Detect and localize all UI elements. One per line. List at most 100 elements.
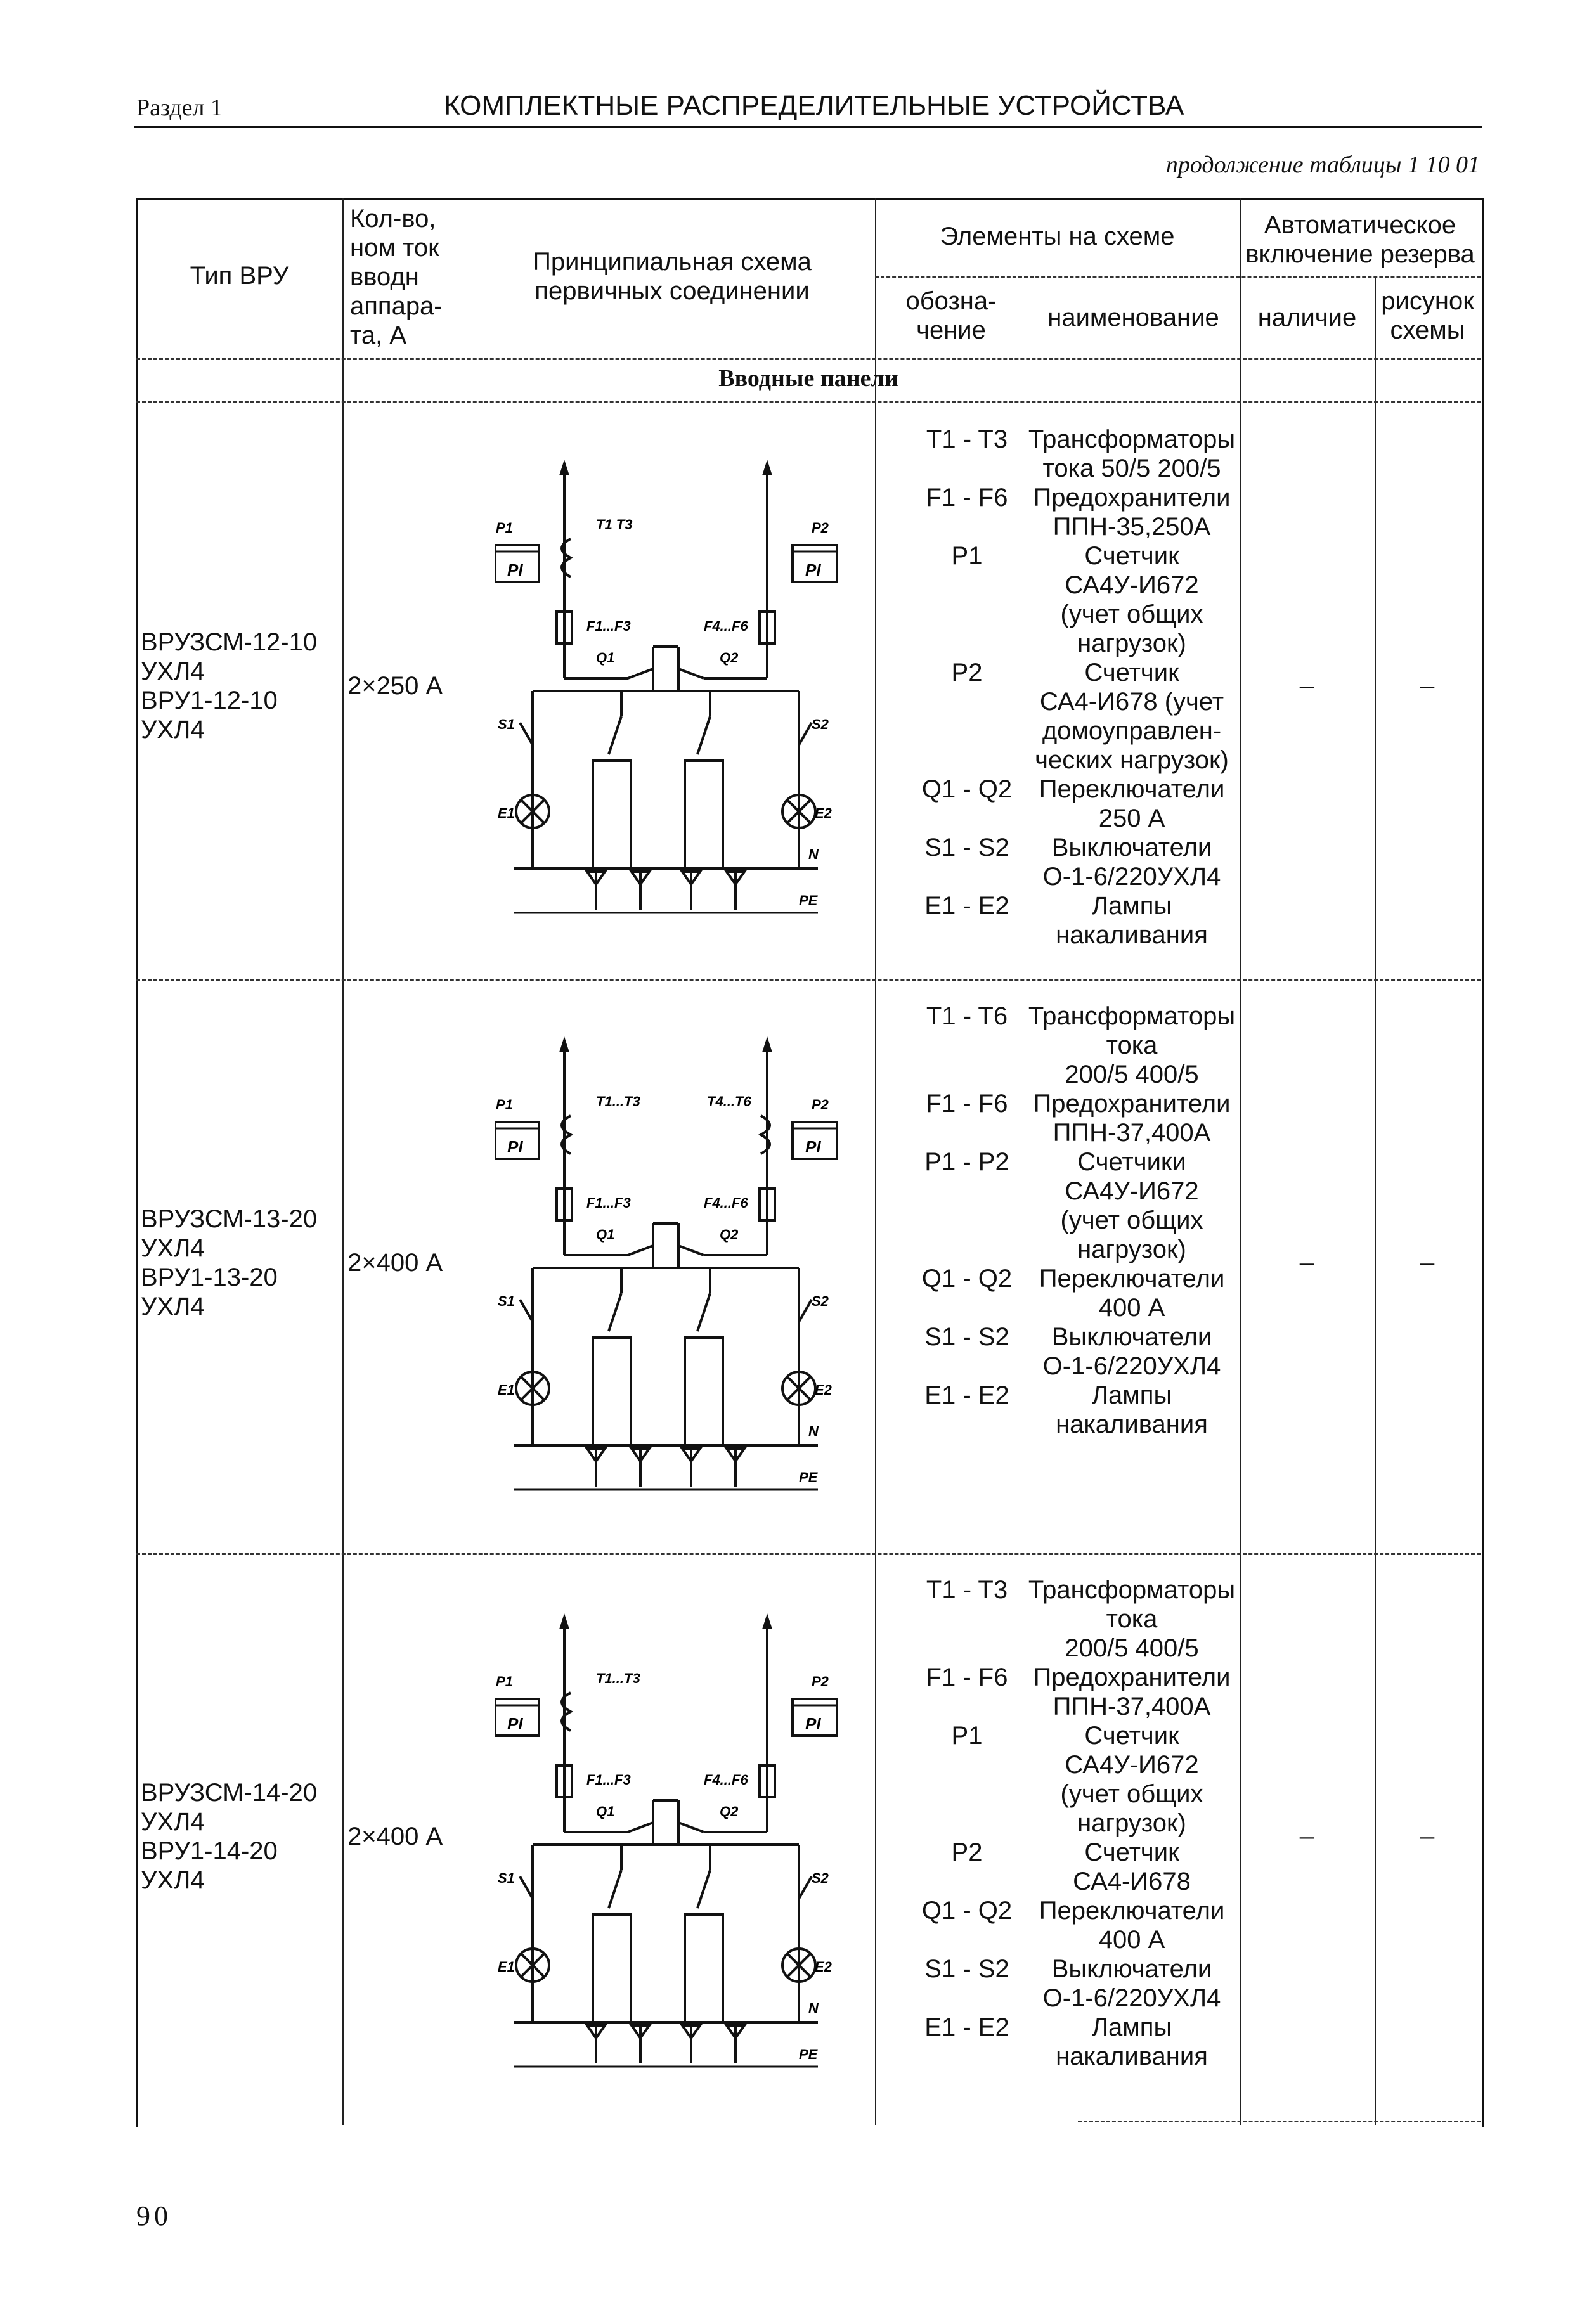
element-code: E1 - E2 xyxy=(924,1381,1009,1409)
meter-p2: PI xyxy=(791,544,838,583)
avr-presence: – xyxy=(1300,1246,1314,1277)
meter-p2-label: P2 xyxy=(812,1674,829,1689)
switch-label: Q1 xyxy=(596,1804,614,1819)
fuse-label: F4...F6 xyxy=(704,1195,748,1211)
element-name-line: 200/5 400/5 xyxy=(1065,1061,1199,1088)
fuse-label: F1...F3 xyxy=(586,618,631,634)
element-code: P1 - P2 xyxy=(924,1148,1009,1176)
element-code: T1 - T3 xyxy=(926,425,1008,453)
header-current-line: ном ток xyxy=(350,234,439,262)
element-name-line: Счетчик xyxy=(1084,1838,1179,1866)
element-name-line: О-1-6/220УХЛ4 xyxy=(1042,1352,1221,1380)
element-name-line: ППН-35,250А xyxy=(1053,513,1211,541)
element-code: Q1 - Q2 xyxy=(921,775,1013,803)
element-name-line: 200/5 400/5 xyxy=(1065,1634,1199,1662)
element-name-line: Выключатели xyxy=(1051,834,1212,862)
element-code: S1 - S2 xyxy=(924,834,1009,862)
element-name-line: СА4-И678 xyxy=(1073,1868,1191,1895)
element-name-line: Лампы xyxy=(1091,892,1172,920)
fuse-left xyxy=(555,610,573,645)
header-scheme: Принципиальная схема первичных соединени… xyxy=(482,247,862,306)
switch-label: Q2 xyxy=(720,1804,739,1819)
header-type: Тип ВРУ xyxy=(190,262,289,290)
header-bottom-rule xyxy=(136,358,1481,360)
row-type-line: УХЛ4 xyxy=(141,1808,205,1836)
element-name-line: Выключатели xyxy=(1051,1323,1212,1351)
col-divider xyxy=(342,198,344,2125)
row-rule xyxy=(136,979,1481,981)
breaker-label: S2 xyxy=(812,716,829,732)
transfer-switch xyxy=(531,645,800,837)
row-type-line: УХЛ4 xyxy=(141,657,205,685)
fuse-label: F1...F3 xyxy=(586,1772,631,1788)
feeder-arrows xyxy=(585,868,747,910)
meter-p1-label: P1 xyxy=(496,520,513,536)
element-name-line: нагрузок) xyxy=(1077,1809,1186,1837)
breaker-label: S2 xyxy=(812,1870,829,1886)
breaker-label: S1 xyxy=(498,1293,515,1309)
transfer-switch xyxy=(531,1799,800,1991)
input-line-right xyxy=(762,1613,772,1832)
section-title: Вводные панели xyxy=(718,365,898,392)
element-name-line: (учет общих xyxy=(1060,600,1203,628)
primary-circuit-diagram: PI PI P1 P2 T1 T3 F1...F3 F4...F6 Q1 Q2 xyxy=(495,460,838,914)
lamp-label: E1 xyxy=(498,805,515,821)
header-current-line: та, А xyxy=(350,321,407,349)
header-designation: обозна- чение xyxy=(875,287,1027,345)
row-type-line: ВРУ1-13-20 xyxy=(141,1263,278,1291)
header-elements: Элементы на схеме xyxy=(940,223,1175,250)
busbar-n-label: N xyxy=(808,1423,819,1439)
element-code: F1 - F6 xyxy=(926,1090,1008,1118)
col-divider xyxy=(1240,198,1241,2125)
element-name-line: Переключатели xyxy=(1039,1897,1225,1925)
fuse-right xyxy=(758,1187,776,1222)
transformer-label: T1...T3 xyxy=(596,1670,640,1686)
element-code: T1 - T6 xyxy=(926,1002,1008,1030)
lamp-label: E1 xyxy=(498,1382,515,1398)
element-code: T1 - T3 xyxy=(926,1576,1008,1604)
primary-circuit-diagram: PI PI P1 P2 T1...T3 T4...T6 F1...F3 F4..… xyxy=(495,1036,838,1491)
header-scheme-line: Принципиальная схема xyxy=(533,248,812,276)
meter-p2-label: P2 xyxy=(812,1097,829,1113)
header-avr: Автоматическое включение резерва xyxy=(1240,210,1481,269)
outgoing-feeders xyxy=(531,1336,800,1447)
feeder-arrows xyxy=(585,1445,747,1487)
header-designation-line: обозна- xyxy=(905,287,997,315)
busbar-pe-label: PE xyxy=(799,1469,819,1485)
element-code: P2 xyxy=(951,659,983,687)
element-name-line: СА4У-И672 xyxy=(1065,1751,1199,1779)
element-name-line: тока xyxy=(1106,1031,1158,1059)
element-name-line: (учет общих xyxy=(1060,1780,1203,1808)
table-frame xyxy=(136,198,1484,2127)
element-name-line: домоуправлен- xyxy=(1042,717,1222,745)
table-continuation-note: продолжение таблицы 1 10 01 xyxy=(1165,152,1480,178)
outgoing-feeders xyxy=(531,1913,800,2024)
lamp-e2 xyxy=(781,1299,817,1406)
switch-label: Q1 xyxy=(596,1227,614,1243)
meter-p2-label: P2 xyxy=(812,520,829,536)
element-name-line: О-1-6/220УХЛ4 xyxy=(1042,863,1221,891)
element-name-line: ческих нагрузок) xyxy=(1035,746,1229,774)
fuse-left xyxy=(555,1764,573,1798)
element-name-line: СА4У-И672 xyxy=(1065,1177,1199,1205)
meter-label: PI xyxy=(805,1714,821,1733)
element-name-line: накаливания xyxy=(1056,921,1208,949)
header-scheme-line: первичных соединении xyxy=(535,277,810,305)
breaker-label: S1 xyxy=(498,1870,515,1886)
switch-label: Q2 xyxy=(720,1227,739,1243)
element-name-line: Предохранители xyxy=(1033,484,1231,512)
avr-figure: – xyxy=(1420,669,1434,700)
element-name-line: накаливания xyxy=(1056,2043,1208,2070)
meter-p1: PI xyxy=(495,1121,540,1160)
